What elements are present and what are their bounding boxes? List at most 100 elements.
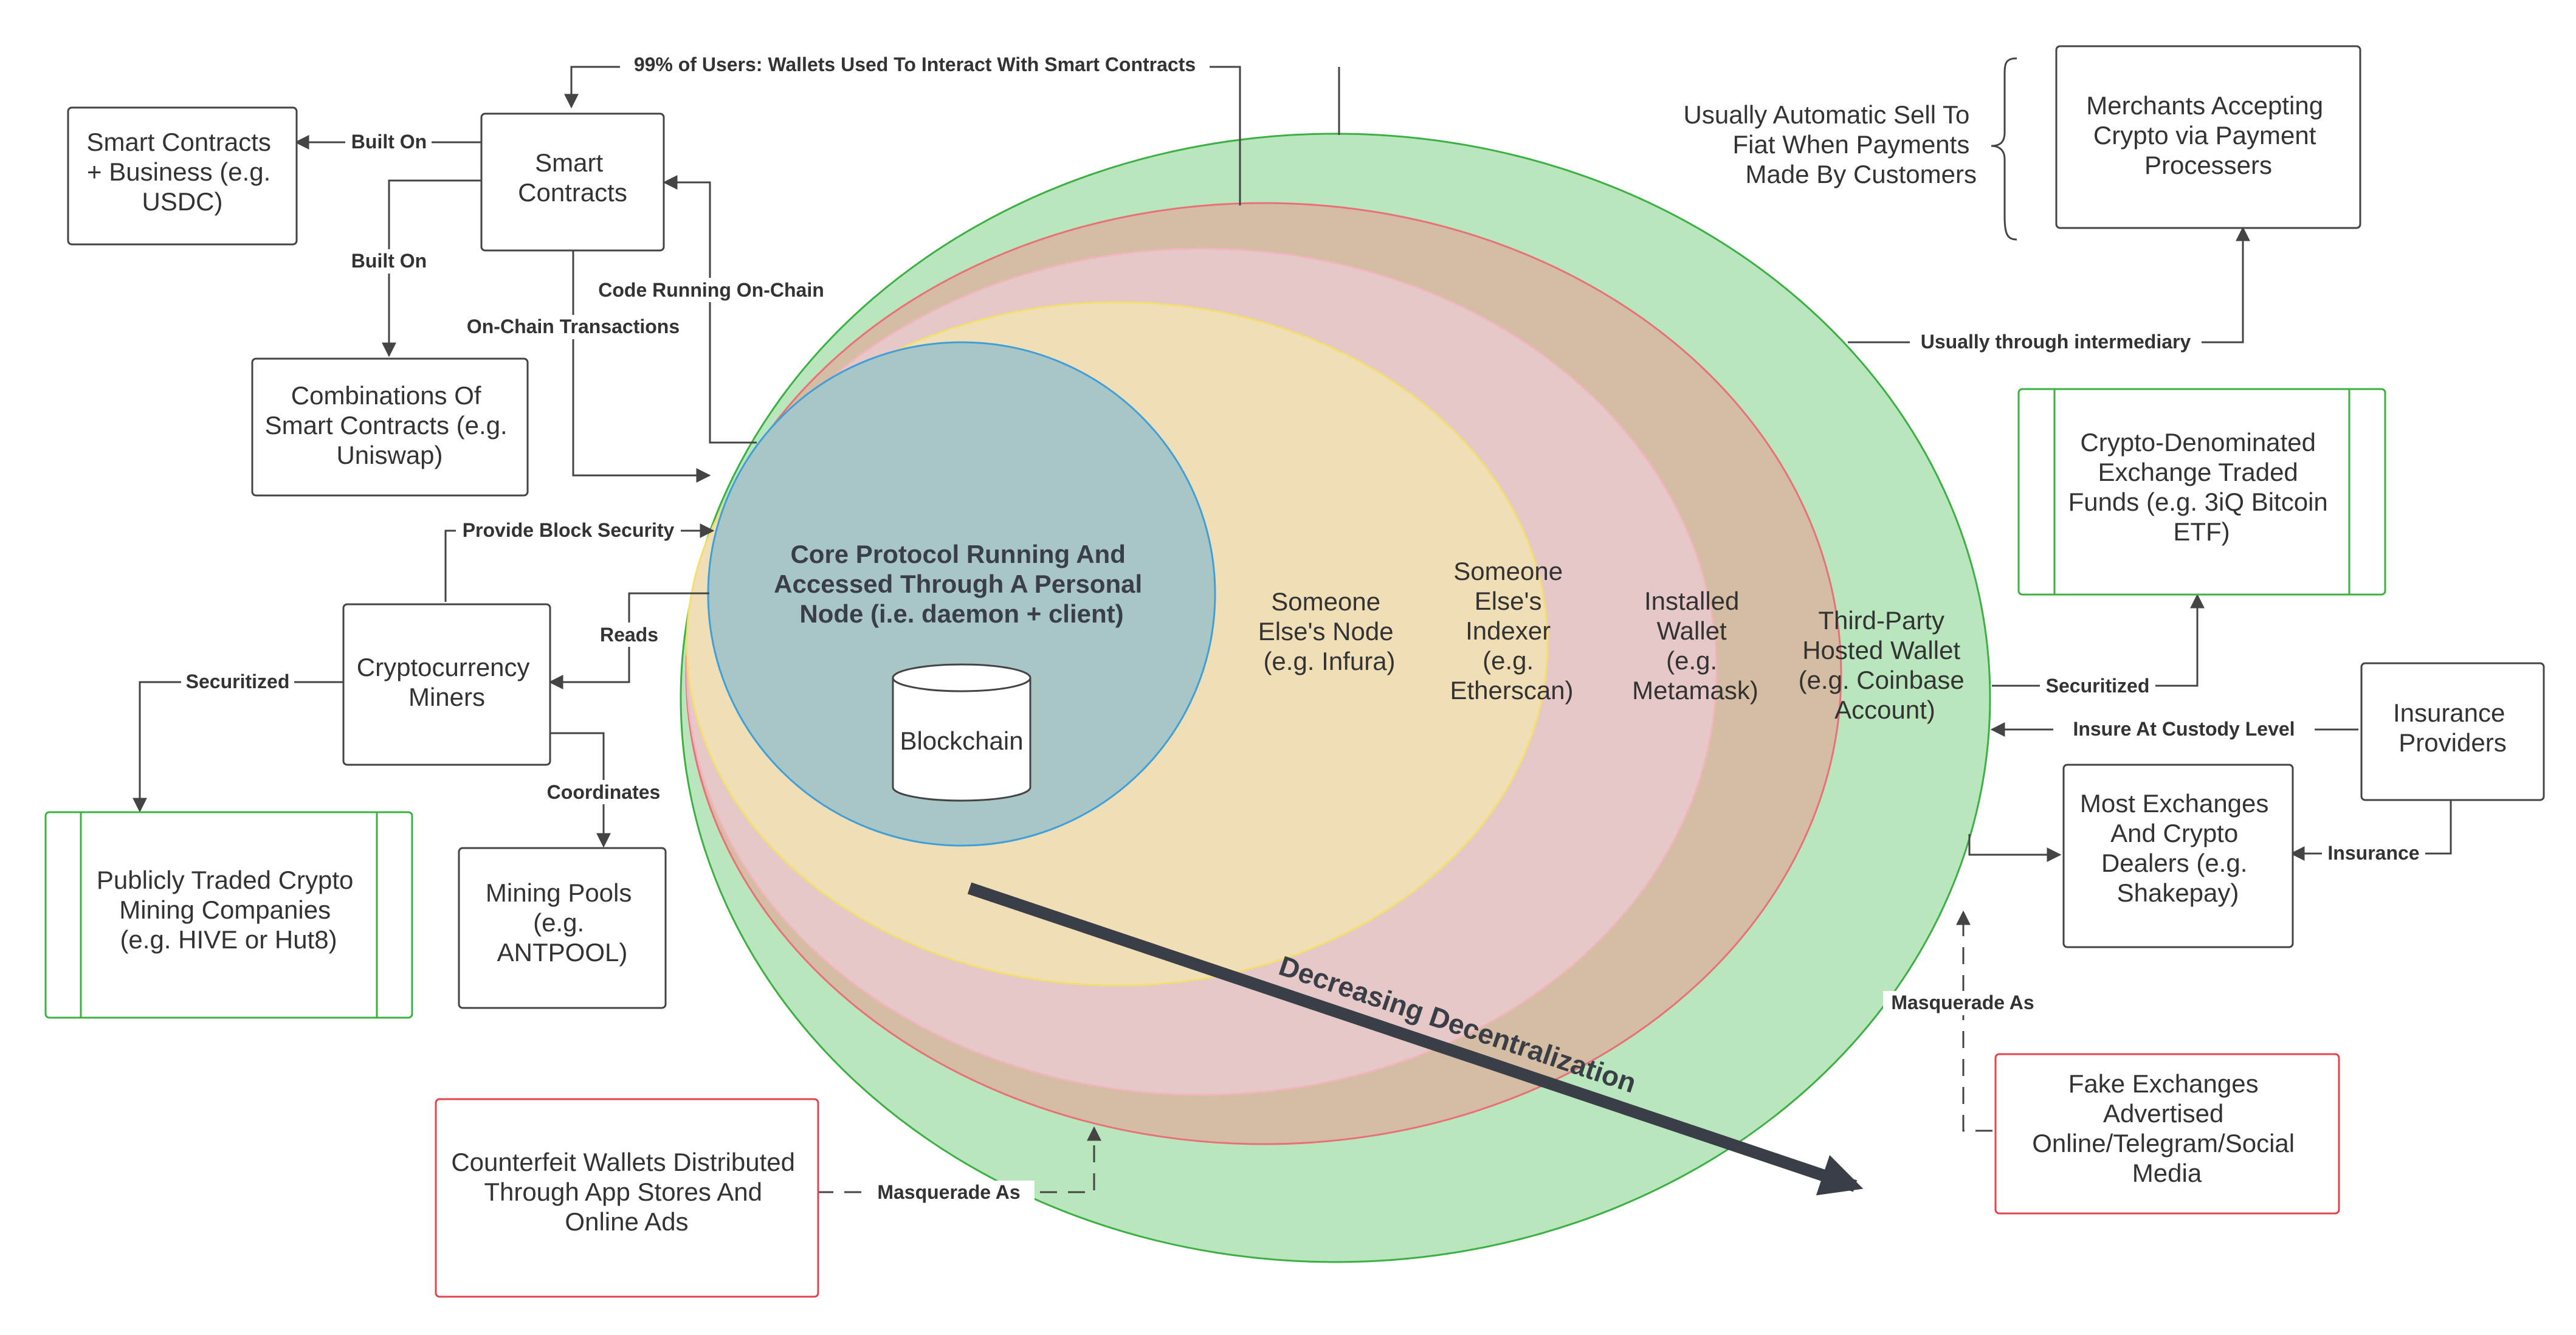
box-line: Smart Contracts: [86, 128, 270, 156]
securitized-label: Securitized: [2046, 675, 2150, 697]
svg-text:Cryptocurrency Miners: Cryptocurrency Miners: [357, 653, 537, 711]
box-line: Smart Contracts (e.g.: [265, 411, 508, 440]
ring-line: Account): [1834, 695, 1935, 724]
node-label: Someone Else's Node (e.g. Infura): [1258, 587, 1400, 675]
coordinates-edge: [550, 732, 611, 848]
box-line: Crypto-Denominated: [2080, 428, 2316, 457]
box-line: Mining Pools: [486, 878, 632, 907]
custody-label: Insure At Custody Level: [2073, 718, 2295, 740]
built-on-label: Built On: [351, 131, 427, 153]
onchain-tx-label: On-Chain Transactions: [467, 316, 680, 337]
ring-line: Installed: [1644, 587, 1739, 615]
box-line: And Crypto: [2110, 819, 2238, 847]
box-line: ETF): [2173, 517, 2230, 546]
ring-line: Else's: [1475, 587, 1542, 615]
box-line: Contracts: [518, 178, 627, 207]
box-line: Online Ads: [565, 1207, 688, 1236]
ring-line: Core Protocol Running And: [790, 540, 1125, 568]
box-line: Advertised: [2103, 1099, 2223, 1128]
box-line: ANTPOOL): [497, 938, 628, 967]
box-line: Most Exchanges: [2080, 789, 2269, 818]
box-line: Through App Stores And: [484, 1178, 762, 1206]
smart-contracts-box: Smart Contracts: [480, 112, 665, 252]
masquerade-label: Masquerade As: [877, 1181, 1020, 1203]
blockchain-cylinder: Blockchain: [892, 663, 1031, 802]
securitized-miners-edge: [133, 681, 343, 813]
box-line: Cryptocurrency: [357, 653, 530, 681]
fake-exchanges-box: Fake Exchanges Advertised Online/Telegra…: [1994, 1053, 2340, 1215]
box-line: Counterfeit Wallets Distributed: [451, 1148, 795, 1176]
ring-line: Node (i.e. daemon + client): [799, 599, 1123, 628]
built-on-combinations-edge: [382, 179, 481, 357]
insurance-label: Insurance: [2327, 842, 2419, 864]
box-line: Publicly Traded Crypto: [97, 866, 354, 894]
svg-text:Fake Exchanges Advertise: Fake Exchanges Advertised Online/Telegra…: [2032, 1069, 2302, 1187]
box-line: USDC): [142, 187, 223, 216]
insurance-providers-box: Insurance Providers: [2360, 662, 2545, 801]
box-line: Providers: [2399, 728, 2506, 757]
securitized-label: Securitized: [186, 671, 290, 692]
mining-companies-box: Publicly Traded Crypto Mining Companies …: [44, 811, 413, 1019]
blockchain-label: Blockchain: [900, 726, 1023, 755]
box-line: Smart: [535, 148, 603, 177]
svg-text:Insurance Providers: Insurance Providers: [2393, 699, 2512, 757]
intermediary-edge: [1848, 226, 2250, 343]
ring-line: Accessed Through A Personal: [774, 570, 1142, 598]
masquerade-exchanges-edge: [1956, 910, 1992, 1132]
ring-line: Indexer: [1465, 616, 1551, 645]
svg-text:Publicly Traded Crypto M: Publicly Traded Crypto Mining Companies …: [97, 866, 360, 954]
ring-line: Else's Node: [1258, 617, 1394, 646]
box-line: Merchants Accepting: [2086, 91, 2323, 120]
exchanges-edge: [1968, 834, 2062, 862]
box-line: Processers: [2144, 151, 2272, 179]
box-line: Media: [2132, 1159, 2202, 1187]
box-line: (e.g.: [533, 908, 584, 937]
note-line: Made By Customers: [1746, 160, 1977, 188]
smart-contracts-business-box: Smart Contracts + Business (e.g. USDC): [67, 106, 298, 246]
ring-line: (e.g. Coinbase: [1799, 666, 1965, 694]
box-line: Exchange Traded: [2098, 458, 2298, 486]
ring-line: (e.g.: [1666, 646, 1717, 675]
ring-line: (e.g.: [1483, 646, 1534, 675]
box-line: Miners: [408, 683, 485, 711]
ring-line: Etherscan): [1450, 676, 1573, 705]
counterfeit-wallets-box: Counterfeit Wallets Distributed Through …: [435, 1098, 819, 1298]
ring-line: Metamask): [1632, 676, 1758, 705]
box-line: (e.g. HIVE or Hut8): [120, 925, 337, 954]
securitized-etf-edge: [1992, 593, 2205, 687]
merchants-box: Merchants Accepting Crypto via Payment P…: [2055, 45, 2361, 229]
svg-text:Mining Pools (e.g.: Mining Pools (e.g. ANTPOOL): [486, 878, 639, 967]
ring-line: Wallet: [1657, 616, 1727, 645]
svg-text:Most Exchanges And Crypt: Most Exchanges And Crypto Dealers (e.g. …: [2080, 789, 2276, 907]
masquerade-label: Masquerade As: [1891, 992, 2034, 1013]
installed-wallet-label: Installed Wallet (e.g. Metamask): [1632, 587, 1758, 705]
box-line: + Business (e.g.: [87, 157, 270, 186]
miners-box: Cryptocurrency Miners: [342, 603, 551, 766]
box-line: Crypto via Payment: [2093, 121, 2316, 150]
ring-line: (e.g. Infura): [1263, 647, 1395, 675]
etf-box: Crypto-Denominated Exchange Traded Funds…: [2017, 388, 2386, 596]
box-line: Dealers (e.g.: [2101, 849, 2247, 877]
brace-shape: [1991, 57, 2017, 241]
intermediary-label: Usually through intermediary: [1921, 331, 2191, 353]
mining-pools-box: Mining Pools (e.g. ANTPOOL): [458, 847, 667, 1009]
reads-label: Reads: [600, 624, 658, 646]
svg-text:Counterfeit Wallets Distribute: Counterfeit Wallets Distributed Through …: [451, 1148, 802, 1236]
box-line: Online/Telegram/Social: [2032, 1129, 2295, 1157]
box-line: Fake Exchanges: [2068, 1069, 2259, 1098]
block-security-label: Provide Block Security: [463, 519, 675, 541]
indexer-label: Someone Else's Indexer (e.g. Etherscan): [1450, 557, 1573, 705]
box-line: Uniswap): [336, 441, 443, 469]
code-running-edge: [663, 175, 757, 444]
box-line: Insurance: [2393, 699, 2505, 727]
decentralization-arrow: [967, 882, 1864, 1196]
box-line: Mining Companies: [119, 895, 331, 924]
svg-text:Combinations Of Smart Co: Combinations Of Smart Contracts (e.g. Un…: [265, 381, 515, 469]
exchanges-box: Most Exchanges And Crypto Dealers (e.g. …: [2062, 764, 2294, 948]
combinations-box: Combinations Of Smart Contracts (e.g. Un…: [251, 357, 529, 497]
coordinates-label: Coordinates: [547, 781, 661, 803]
box-line: Combinations Of: [291, 381, 481, 410]
svg-text:Smart Contracts + Busine: Smart Contracts + Business (e.g. USDC): [86, 128, 278, 216]
ring-line: Someone: [1453, 557, 1563, 585]
